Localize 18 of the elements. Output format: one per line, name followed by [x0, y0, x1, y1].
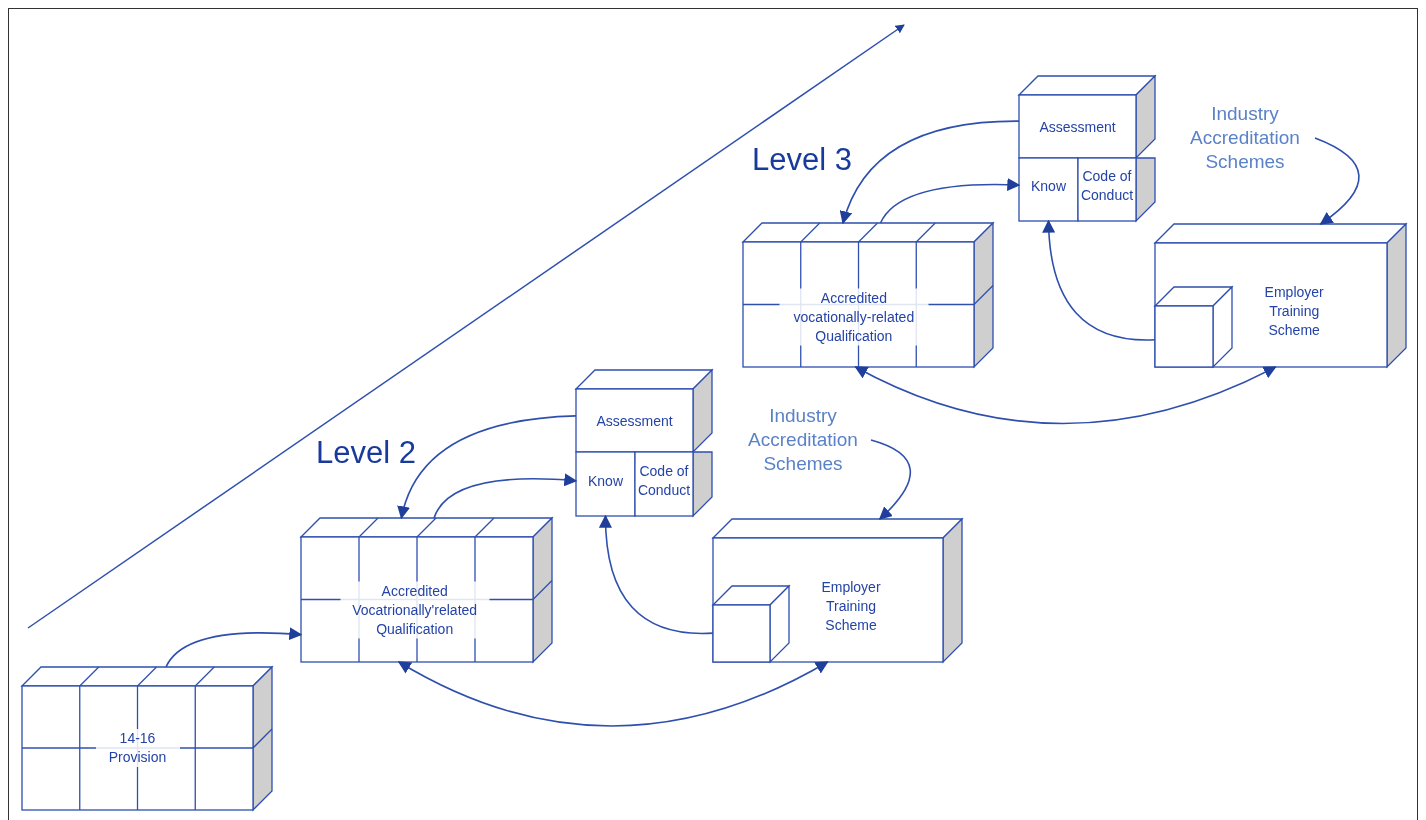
curved-arrow: [397, 661, 829, 727]
curved-arrow: [433, 473, 578, 519]
curved-arrow: [599, 514, 714, 635]
curved-arrow: [1314, 137, 1360, 225]
level-heading: Level 3: [752, 142, 852, 178]
block-label: 14-16 Provision: [95, 729, 180, 767]
curved-arrow: [398, 415, 577, 520]
scheme-label: Industry Accreditation Schemes: [1189, 102, 1301, 174]
curved-arrow: [870, 439, 911, 520]
curved-arrow: [854, 366, 1277, 425]
block-label: Accredited vocationally-related Qualification: [779, 288, 929, 346]
scheme-label: Industry Accreditation Schemes: [747, 404, 859, 476]
block-label: Accredited Vocatrionally'related Qualification: [340, 581, 490, 638]
level-heading: Level 2: [316, 435, 416, 471]
curved-arrow: [165, 627, 303, 668]
curved-arrow: [840, 120, 1020, 225]
curved-arrow: [1042, 219, 1156, 341]
curved-arrow: [879, 178, 1021, 224]
